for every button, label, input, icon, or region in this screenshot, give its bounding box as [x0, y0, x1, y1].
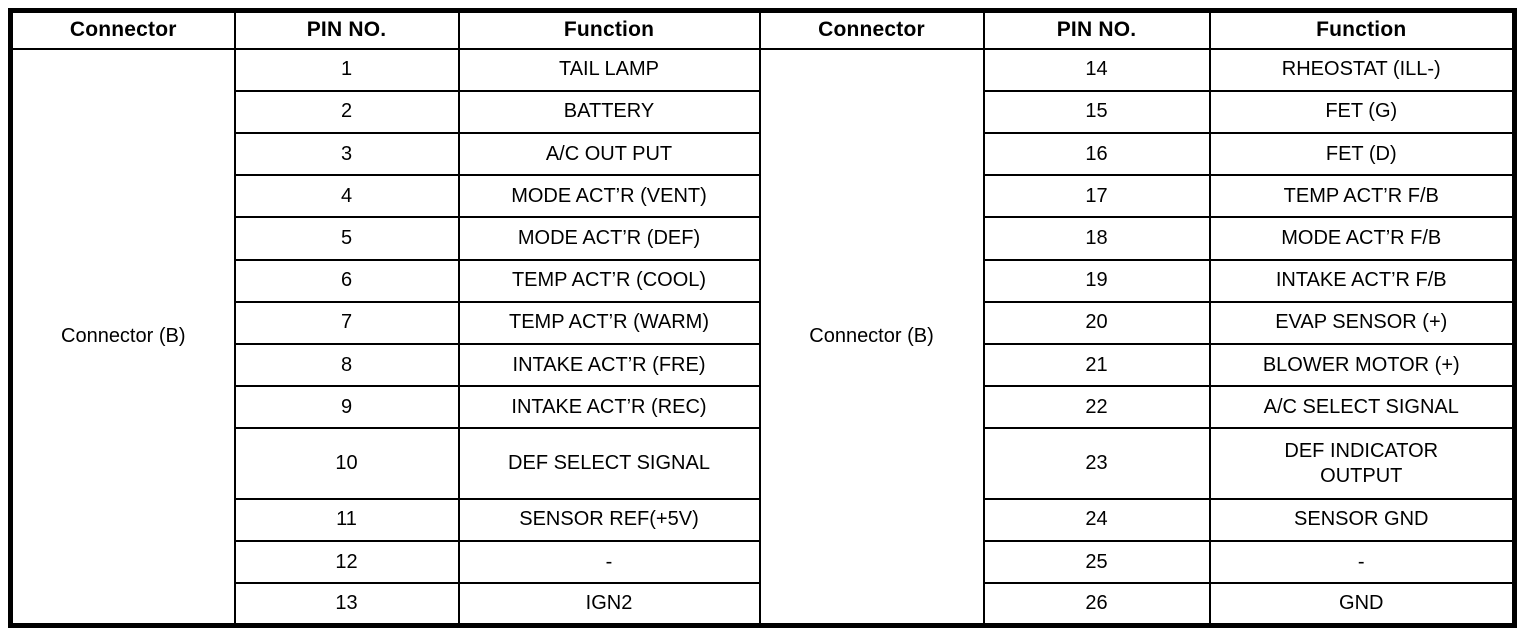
header-connector-right: Connector: [758, 9, 985, 50]
table-row: 3 A/C OUT PUT 16 FET (D): [11, 131, 1516, 177]
table-row: 9 INTAKE ACT’R (REC) 22 A/C SELECT SIGNA…: [11, 385, 1516, 430]
table-row: 7 TEMP ACT’R (WARM) 20 EVAP SENSOR (+): [11, 300, 1516, 346]
pin-cell: 12: [233, 540, 460, 585]
table-row: 11 SENSOR REF(+5V) 24 SENSOR GND: [11, 497, 1516, 543]
function-cell: DEF SELECT SIGNAL: [457, 427, 761, 500]
pin-cell: 3: [233, 131, 460, 177]
pin-cell: 5: [233, 216, 460, 261]
function-cell: IGN2: [457, 582, 761, 627]
pin-cell: 15: [982, 89, 1211, 134]
function-cell: EVAP SENSOR (+): [1208, 300, 1516, 346]
function-cell: MODE ACT’R (VENT): [457, 174, 761, 219]
table-row: 4 MODE ACT’R (VENT) 17 TEMP ACT’R F/B: [11, 174, 1516, 219]
connector-cell-left: Connector (B): [9, 47, 236, 627]
function-cell: INTAKE ACT’R F/B: [1208, 258, 1516, 303]
pin-cell: 21: [982, 343, 1211, 388]
pin-cell: 2: [233, 89, 460, 134]
function-cell: FET (G): [1208, 89, 1516, 134]
pin-cell: 9: [233, 385, 460, 430]
pin-cell: 6: [233, 258, 460, 303]
pin-cell: 10: [233, 427, 460, 500]
function-cell: A/C SELECT SIGNAL: [1208, 385, 1516, 430]
table-row: 6 TEMP ACT’R (COOL) 19 INTAKE ACT’R F/B: [11, 258, 1516, 303]
table-row: 2 BATTERY 15 FET (G): [11, 89, 1516, 134]
pin-cell: 11: [233, 497, 460, 543]
function-cell: RHEOSTAT (ILL-): [1208, 47, 1516, 92]
pin-cell: 24: [982, 497, 1211, 543]
pin-cell: 17: [982, 174, 1211, 219]
function-cell: -: [457, 540, 761, 585]
pin-cell: 8: [233, 343, 460, 388]
pin-cell: 4: [233, 174, 460, 219]
pin-cell: 1: [233, 47, 460, 92]
function-cell: BATTERY: [457, 89, 761, 134]
pin-cell: 7: [233, 300, 460, 346]
pin-cell: 26: [982, 582, 1211, 627]
header-pin-right: PIN NO.: [982, 9, 1211, 50]
pin-cell: 20: [982, 300, 1211, 346]
function-cell: MODE ACT’R F/B: [1208, 216, 1516, 261]
table-row: 13 IGN2 26 GND: [11, 582, 1516, 627]
function-cell: SENSOR REF(+5V): [457, 497, 761, 543]
table-row: 10 DEF SELECT SIGNAL 23 DEF INDICATOR OU…: [11, 427, 1516, 500]
function-cell: -: [1208, 540, 1516, 585]
header-function-right: Function: [1208, 9, 1516, 50]
header-connector-left: Connector: [9, 9, 236, 50]
function-cell: FET (D): [1208, 131, 1516, 177]
pin-cell: 23: [982, 427, 1211, 500]
function-cell: BLOWER MOTOR (+): [1208, 343, 1516, 388]
pin-cell: 22: [982, 385, 1211, 430]
connector-cell-right: Connector (B): [758, 47, 985, 627]
header-row: Connector PIN NO. Function Connector PIN…: [9, 9, 1516, 50]
pin-cell: 13: [233, 582, 460, 627]
header-function-left: Function: [457, 9, 761, 50]
function-cell: INTAKE ACT’R (REC): [457, 385, 761, 430]
function-cell: INTAKE ACT’R (FRE): [457, 343, 761, 388]
pin-cell: 14: [982, 47, 1211, 92]
function-cell: TEMP ACT’R (WARM): [457, 300, 761, 346]
table-row: 8 INTAKE ACT’R (FRE) 21 BLOWER MOTOR (+): [11, 343, 1516, 388]
function-cell: TAIL LAMP: [457, 47, 761, 92]
function-cell: A/C OUT PUT: [457, 131, 761, 177]
table-row: 12 - 25 -: [11, 540, 1516, 585]
table-row: 5 MODE ACT’R (DEF) 18 MODE ACT’R F/B: [11, 216, 1516, 261]
pin-cell: 18: [982, 216, 1211, 261]
pin-cell: 16: [982, 131, 1211, 177]
table-row: Connector (B) 1 TAIL LAMP Connector (B) …: [9, 47, 1516, 627]
function-cell: SENSOR GND: [1208, 497, 1516, 543]
header-pin-left: PIN NO.: [233, 9, 460, 50]
function-cell: TEMP ACT’R F/B: [1208, 174, 1516, 219]
function-cell: GND: [1208, 582, 1516, 627]
pin-assignment-table: Connector PIN NO. Function Connector PIN…: [8, 8, 1517, 628]
function-cell: DEF INDICATOR OUTPUT: [1208, 427, 1516, 500]
function-cell: TEMP ACT’R (COOL): [457, 258, 761, 303]
pin-cell: 19: [982, 258, 1211, 303]
pin-cell: 25: [982, 540, 1211, 585]
function-cell: MODE ACT’R (DEF): [457, 216, 761, 261]
